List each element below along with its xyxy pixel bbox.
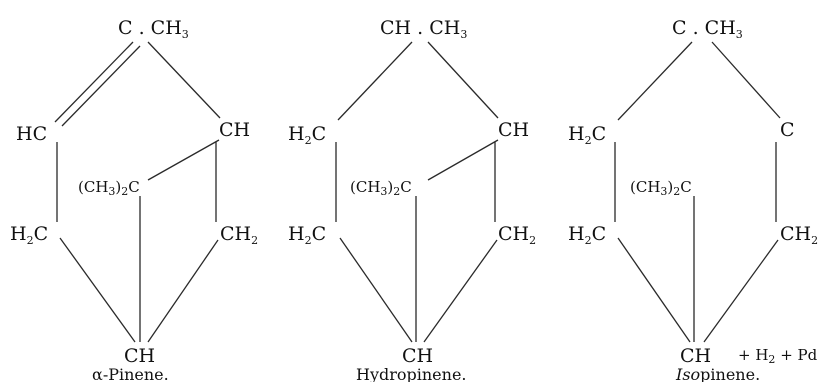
atom-center-gem-dimethyl: (CH3)2C — [350, 178, 412, 198]
bond-bottom-left — [339, 237, 413, 343]
bond-top-right — [427, 41, 499, 119]
atom-right-lower: CH2 — [780, 223, 818, 247]
atom-left-upper: HC — [16, 123, 47, 145]
atom-bottom: CH — [124, 345, 155, 367]
bond-top-left — [337, 41, 413, 121]
atom-top: C . CH3 — [118, 17, 189, 41]
bond-top-right — [711, 41, 781, 119]
bond-bottom-left — [59, 237, 136, 343]
bond-bottom-right — [147, 239, 219, 343]
bond-bottom-right — [703, 239, 779, 343]
atom-left-upper: H2C — [288, 123, 326, 147]
atom-right-upper: C — [780, 119, 795, 141]
atom-top: C . CH3 — [672, 17, 743, 41]
caption-alpha-pinene: α-Pinene. — [92, 365, 169, 382]
bond-top-left — [617, 41, 693, 121]
caption-isopinene: Isopinene. — [675, 365, 760, 382]
atom-center-gem-dimethyl: (CH3)2C — [630, 178, 692, 198]
atom-left-lower: H2C — [10, 223, 48, 247]
atom-center-gem-dimethyl: (CH3)2C — [78, 178, 140, 198]
atom-left-lower: H2C — [288, 223, 326, 247]
bond-double-b — [61, 45, 141, 127]
atom-right-upper: CH — [498, 119, 529, 141]
bond-double-a — [54, 41, 134, 123]
reaction-annotation: + H2 + Pd — [738, 346, 818, 366]
bond-bridge-diagonal — [147, 139, 220, 181]
bond-bridge-diagonal — [427, 139, 499, 181]
atom-right-upper: CH — [219, 119, 250, 141]
atom-right-lower: CH2 — [220, 223, 258, 247]
caption-hydropinene: Hydropinene. — [356, 365, 467, 382]
bond-bottom-left — [617, 237, 691, 343]
atom-bottom: CH — [680, 345, 711, 367]
atom-left-upper: H2C — [568, 123, 606, 147]
structure-hydropinene: CH . CH3 H2C CH (CH3)2C H2C CH2 CH Hydro… — [288, 17, 536, 382]
atom-top: CH . CH3 — [380, 17, 467, 41]
atom-right-lower: CH2 — [498, 223, 536, 247]
structure-alpha-pinene: C . CH3 HC CH (CH3)2C H2C CH2 CH α-Pinen… — [10, 17, 258, 382]
atom-bottom: CH — [402, 345, 433, 367]
structure-isopinene: C . CH3 H2C C (CH3)2C H2C CH2 CH + H2 + … — [568, 17, 818, 382]
bond-bottom-right — [423, 239, 498, 343]
atom-left-lower: H2C — [568, 223, 606, 247]
bond-top-right — [147, 41, 221, 119]
